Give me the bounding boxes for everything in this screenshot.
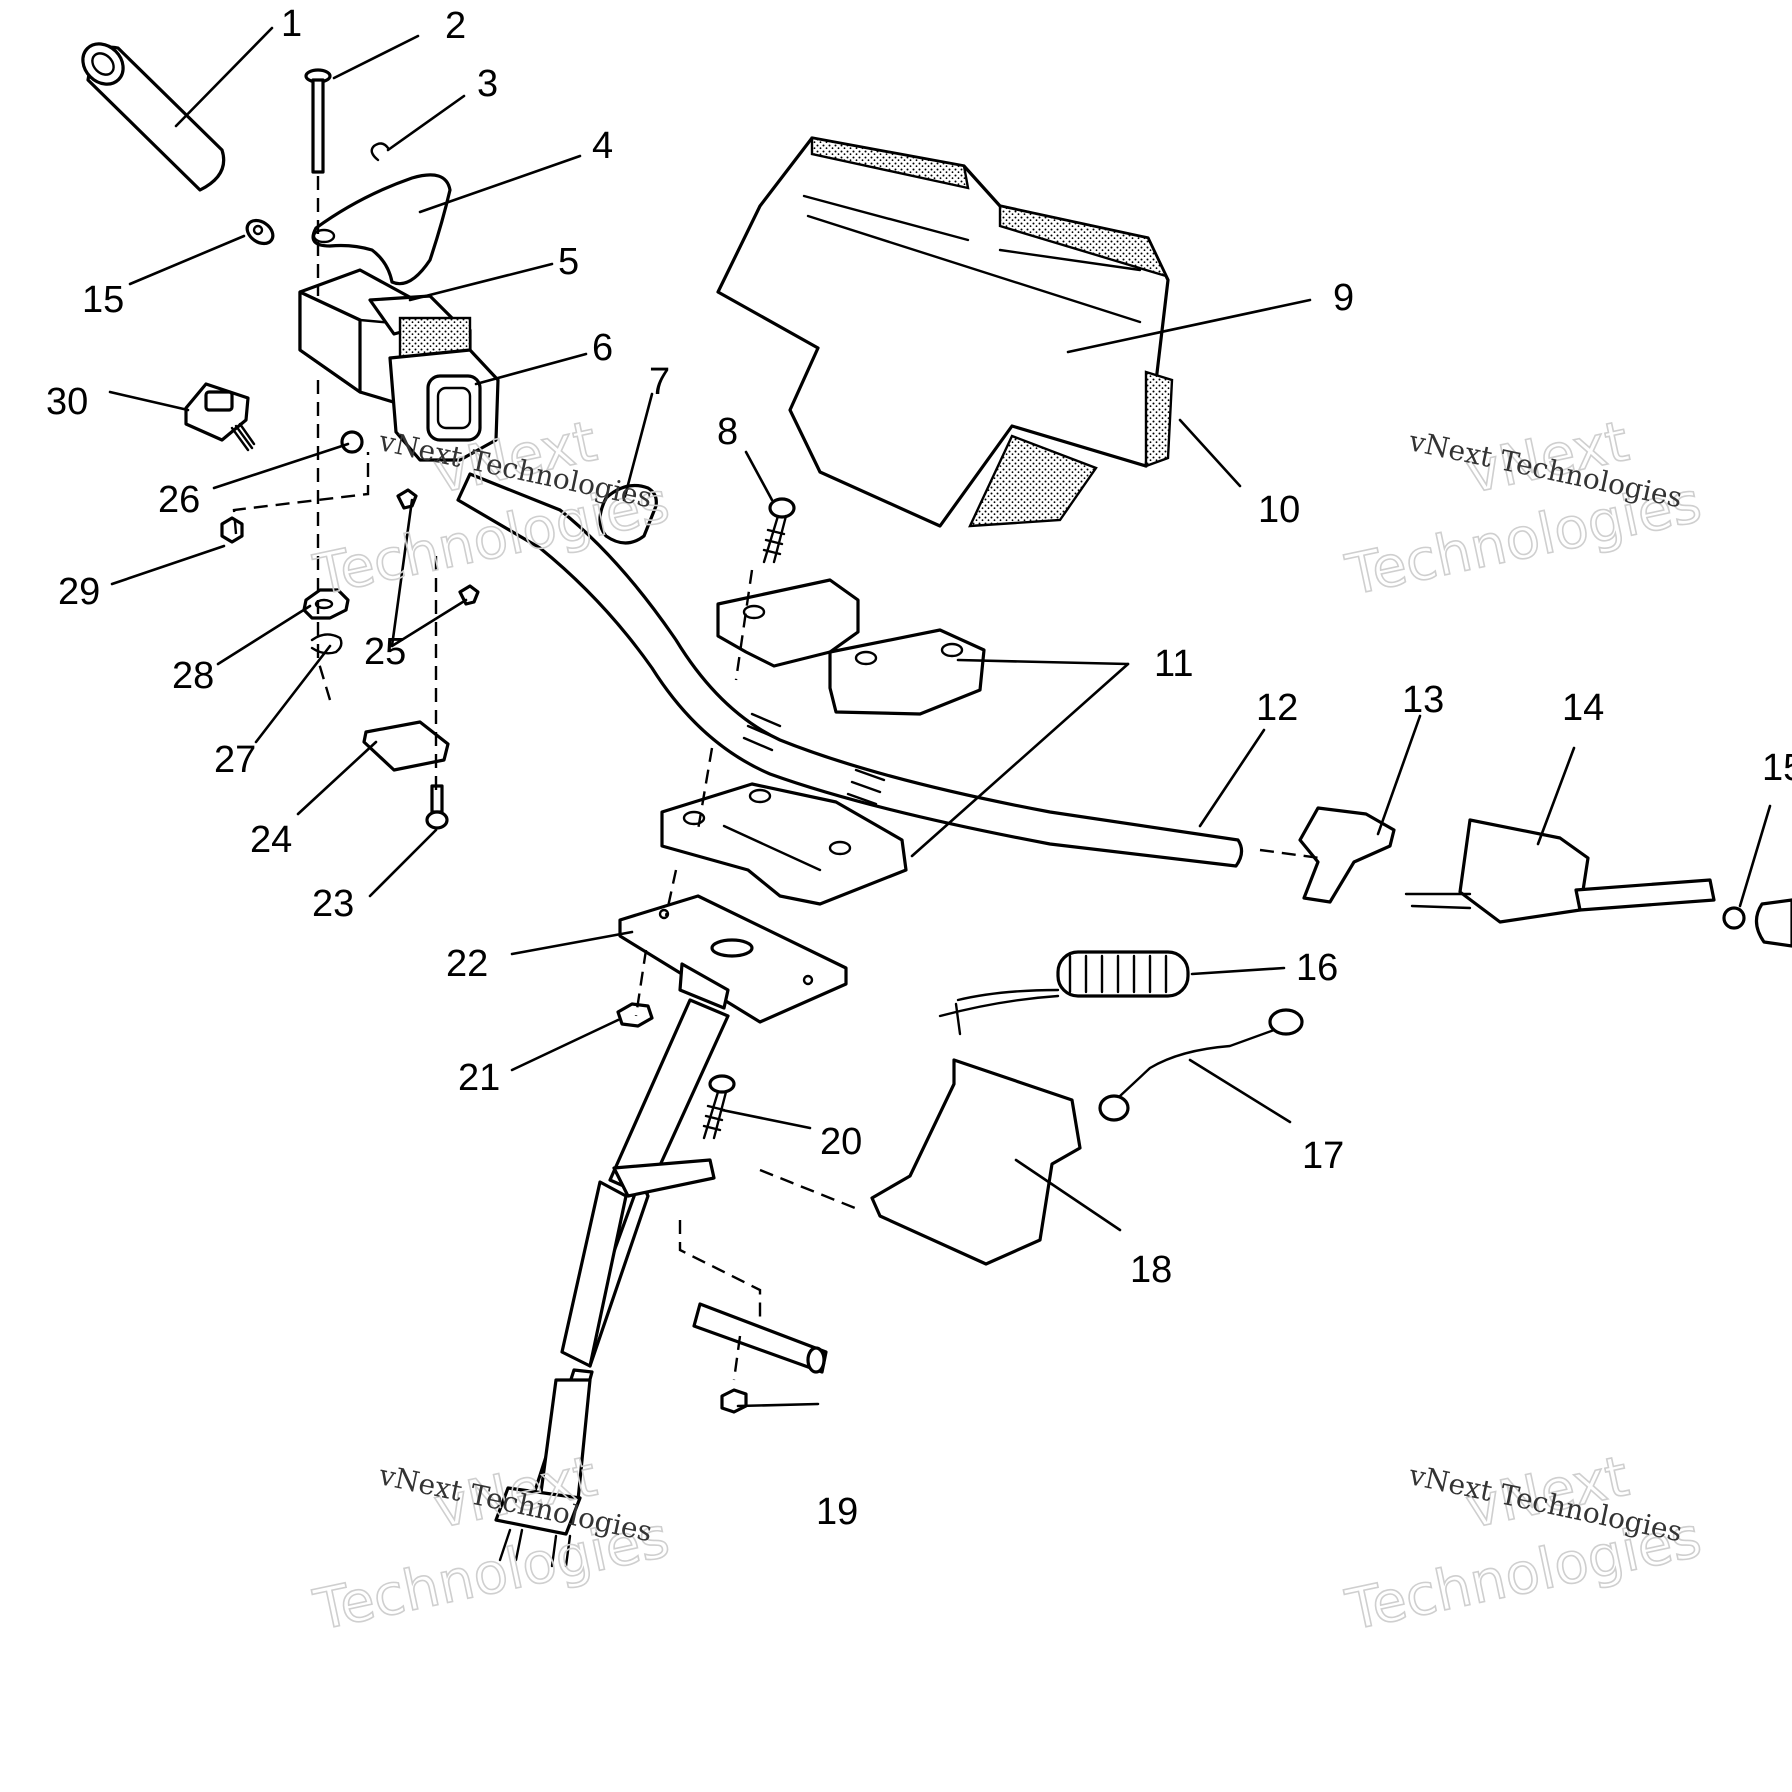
callout-13: 13 [1402,679,1444,721]
callout-28: 28 [172,655,214,697]
callout-14: 14 [1562,687,1604,729]
kill-switch [184,382,256,452]
callout-24: 24 [250,819,292,861]
callout-12: 12 [1256,687,1298,729]
callout-11: 11 [1154,643,1193,685]
pivot-rod [692,1302,828,1374]
small-nut [220,516,244,544]
switch-cover [388,348,500,462]
watermark-top-right: vNext Technologies vNext Technologies [1340,408,1708,609]
mounting-bracket [870,1058,1082,1266]
callout-6: 6 [592,327,613,369]
callout-23: 23 [312,883,354,925]
callout-21: 21 [458,1057,500,1099]
callout-3: 3 [477,63,498,105]
throttle-lever [311,173,452,286]
right-grip [1754,898,1792,948]
washer [340,430,364,454]
pivot-pin [304,68,332,174]
callout-1: 1 [281,3,302,45]
watermark-bottom-left: vNext Technologies vNext Technologies [308,1443,676,1644]
lock-nut [720,1388,748,1414]
handlebar-clamp-lower [660,782,908,906]
cover-plate [362,720,450,772]
retaining-clip [370,142,390,162]
handlebar-pad [716,136,1174,528]
handlebar-grip [81,42,226,192]
callout-5: 5 [558,241,579,283]
cover-screw [425,784,449,830]
callout-16: 16 [1296,947,1338,989]
tether-lanyard [1098,1008,1304,1122]
cable-clamp [598,484,658,545]
callout-8: 8 [717,411,738,453]
callout-26: 26 [158,479,200,521]
callout-18: 18 [1130,1249,1172,1291]
callout-9: 9 [1333,277,1354,319]
callout-15b: 15 [1762,747,1792,789]
callout-29: 29 [58,571,100,613]
steering-post-plate [618,894,848,1024]
steering-column [494,998,730,1568]
callout-2: 2 [445,5,466,47]
callout-labels: 1 2 3 4 5 6 7 8 9 10 11 12 13 14 15 16 1… [46,3,1792,1533]
callout-10: 10 [1258,489,1300,531]
callout-7: 7 [649,361,670,403]
callout-22: 22 [446,943,488,985]
callout-20: 20 [820,1121,862,1163]
clamp-bolt [762,497,796,564]
alignment-lines [232,176,1321,1381]
hex-nut [302,588,350,620]
coil-cord [938,950,1190,1036]
grip-end-plug-right [1722,906,1746,930]
callout-17: 17 [1302,1135,1344,1177]
handlebar [456,472,1244,868]
bracket-screw [702,1074,736,1140]
callout-27: 27 [214,739,256,781]
watermark-bottom-right: vNext Technologies vNext Technologies [1340,1443,1708,1644]
leader-lines [108,26,1772,1408]
callout-30: 30 [46,381,88,423]
callout-19: 19 [816,1491,858,1533]
handlebar-clamp-upper [716,578,986,716]
callout-4: 4 [592,125,613,167]
brake-lever [1298,806,1396,904]
brake-housing [1404,818,1716,924]
grip-end-plug-left [245,218,275,246]
nut [616,1002,654,1028]
callout-25: 25 [364,631,406,673]
callout-15a: 15 [82,279,124,321]
